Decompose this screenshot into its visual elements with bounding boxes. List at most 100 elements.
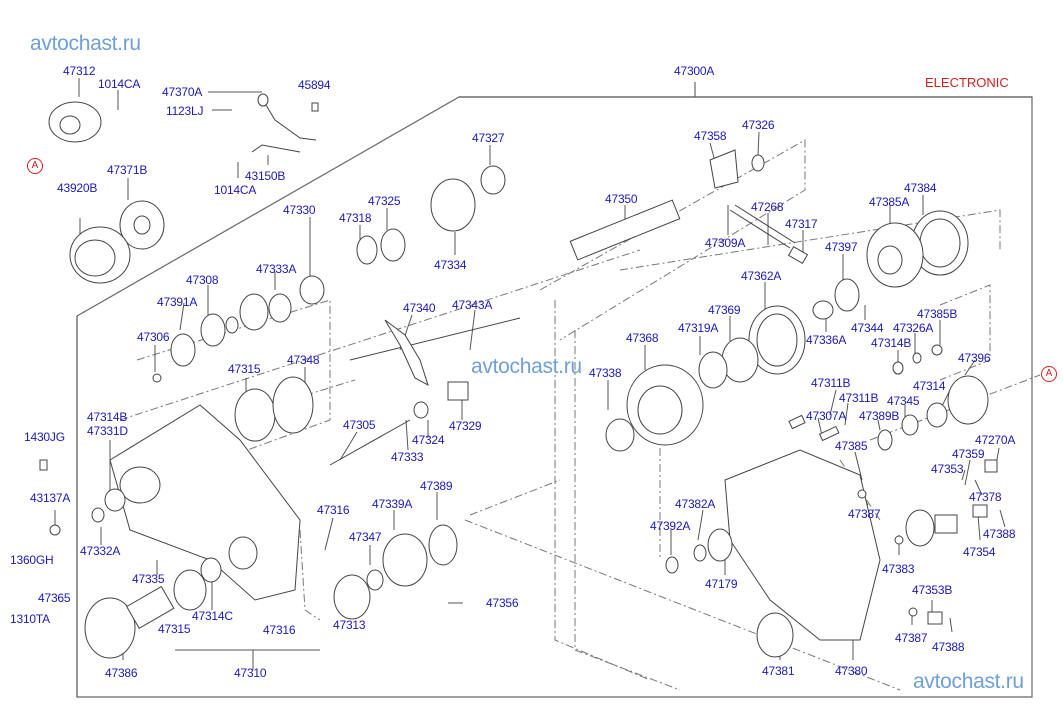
part-label[interactable]: 47318: [339, 211, 372, 225]
part-label[interactable]: 47387: [848, 507, 881, 521]
part-label[interactable]: 47315: [158, 622, 191, 636]
part-label[interactable]: 47385A: [869, 195, 910, 209]
part-label[interactable]: 47336A: [806, 333, 847, 347]
part-label[interactable]: 47392A: [650, 519, 691, 533]
part-shape: [239, 293, 269, 331]
part-label[interactable]: 47305: [343, 418, 376, 432]
part-label[interactable]: 47359: [952, 447, 985, 461]
part-label[interactable]: 47311B: [811, 376, 851, 390]
part-label[interactable]: 47314C: [192, 609, 233, 623]
part-label[interactable]: 47330: [283, 203, 316, 217]
part-label[interactable]: 47316: [317, 503, 350, 517]
part-label[interactable]: 43137A: [30, 491, 71, 505]
part-label[interactable]: 47334: [434, 258, 467, 272]
part-label[interactable]: 47356: [486, 596, 519, 610]
part-label[interactable]: 47324: [412, 433, 445, 447]
part-shape: [984, 459, 998, 473]
part-shape: [972, 504, 988, 518]
part-label[interactable]: 47314B: [871, 336, 912, 350]
part-label[interactable]: 47388: [983, 527, 1016, 541]
part-label[interactable]: 47354: [963, 545, 996, 559]
part-label[interactable]: 47317: [785, 217, 818, 231]
part-label[interactable]: 47353B: [912, 583, 953, 597]
part-label[interactable]: 47314: [913, 379, 946, 393]
part-label[interactable]: 47378: [969, 490, 1002, 504]
part-label[interactable]: 47385B: [917, 307, 958, 321]
part-shape: [605, 418, 635, 452]
part-label[interactable]: 47343A: [452, 298, 493, 312]
part-label[interactable]: 1430JG: [24, 430, 65, 444]
part-label[interactable]: 47369: [708, 303, 741, 317]
part-label[interactable]: 47310: [234, 666, 267, 680]
part-label[interactable]: 47332A: [80, 544, 121, 558]
part-shape: [818, 425, 840, 442]
part-label[interactable]: 47326A: [893, 321, 934, 335]
part-label[interactable]: 47307A: [806, 409, 847, 423]
part-label[interactable]: 47348: [287, 353, 320, 367]
part-label[interactable]: 45894: [298, 78, 331, 92]
part-label[interactable]: 47315: [228, 362, 261, 376]
part-label[interactable]: 47358: [694, 129, 727, 143]
part-label[interactable]: 47311B: [839, 391, 879, 405]
part-label[interactable]: 1014CA: [214, 183, 257, 197]
part-label[interactable]: 47338: [589, 366, 622, 380]
part-label[interactable]: 43920B: [57, 181, 98, 195]
part-label[interactable]: 47333: [391, 450, 424, 464]
part-label[interactable]: 47380: [835, 664, 868, 678]
part-label[interactable]: 47368: [626, 331, 659, 345]
part-label[interactable]: 47384: [904, 181, 937, 195]
part-label[interactable]: 47362A: [741, 269, 782, 283]
part-label[interactable]: 47308: [186, 273, 219, 287]
part-label[interactable]: 47345: [887, 394, 920, 408]
part-label[interactable]: 47388: [932, 640, 965, 654]
part-shape: [569, 199, 681, 261]
part-label[interactable]: 47340: [403, 301, 436, 315]
part-label[interactable]: 47326: [742, 118, 775, 132]
part-label[interactable]: 47396: [958, 351, 991, 365]
part-label[interactable]: 47179: [705, 577, 738, 591]
part-label[interactable]: 47389: [420, 479, 453, 493]
part-shape: [91, 507, 105, 523]
part-label[interactable]: 1123LJ: [166, 104, 204, 118]
part-label[interactable]: 47339A: [372, 497, 413, 511]
part-label[interactable]: 47381: [762, 664, 795, 678]
part-label[interactable]: 47397: [825, 240, 858, 254]
part-shape: [751, 154, 765, 172]
part-label[interactable]: 47331D: [87, 424, 128, 438]
part-label[interactable]: 47313: [333, 618, 366, 632]
part-label[interactable]: 47350: [605, 192, 638, 206]
part-label[interactable]: 47385: [835, 439, 868, 453]
part-label[interactable]: 1310TA: [10, 612, 50, 626]
part-label[interactable]: 47316: [263, 623, 296, 637]
part-shape: [173, 569, 207, 611]
part-label[interactable]: 47386: [105, 666, 138, 680]
part-label[interactable]: 47344: [851, 321, 884, 335]
part-label[interactable]: 47391A: [157, 295, 198, 309]
part-label[interactable]: 47353: [931, 462, 964, 476]
part-label[interactable]: 47365: [38, 591, 71, 605]
part-label[interactable]: 47329: [449, 419, 482, 433]
part-label[interactable]: 47319A: [678, 321, 719, 335]
part-label[interactable]: 47335: [132, 572, 165, 586]
part-label[interactable]: 47370A: [162, 85, 203, 99]
part-label[interactable]: 47312: [63, 64, 96, 78]
part-label[interactable]: 47325: [368, 194, 401, 208]
part-label[interactable]: 47382A: [675, 497, 716, 511]
part-label[interactable]: 47327: [472, 131, 505, 145]
part-label[interactable]: 47347: [349, 530, 382, 544]
part-label[interactable]: 47371B: [107, 163, 148, 177]
part-label[interactable]: 47270A: [975, 433, 1016, 447]
part-label[interactable]: 1014CA: [98, 77, 141, 91]
part-label[interactable]: 47306: [137, 330, 170, 344]
part-label[interactable]: 47383: [882, 562, 915, 576]
part-label[interactable]: 1360GH: [10, 553, 54, 567]
part-shape: [200, 313, 226, 347]
part-label[interactable]: 47387: [895, 631, 928, 645]
part-label[interactable]: 43150B: [245, 169, 286, 183]
part-label[interactable]: 47309A: [705, 236, 746, 250]
part-label[interactable]: 47389B: [859, 409, 900, 423]
part-label[interactable]: 47333A: [256, 262, 297, 276]
part-label[interactable]: 47268: [751, 200, 784, 214]
part-label[interactable]: 47314B: [87, 410, 128, 424]
